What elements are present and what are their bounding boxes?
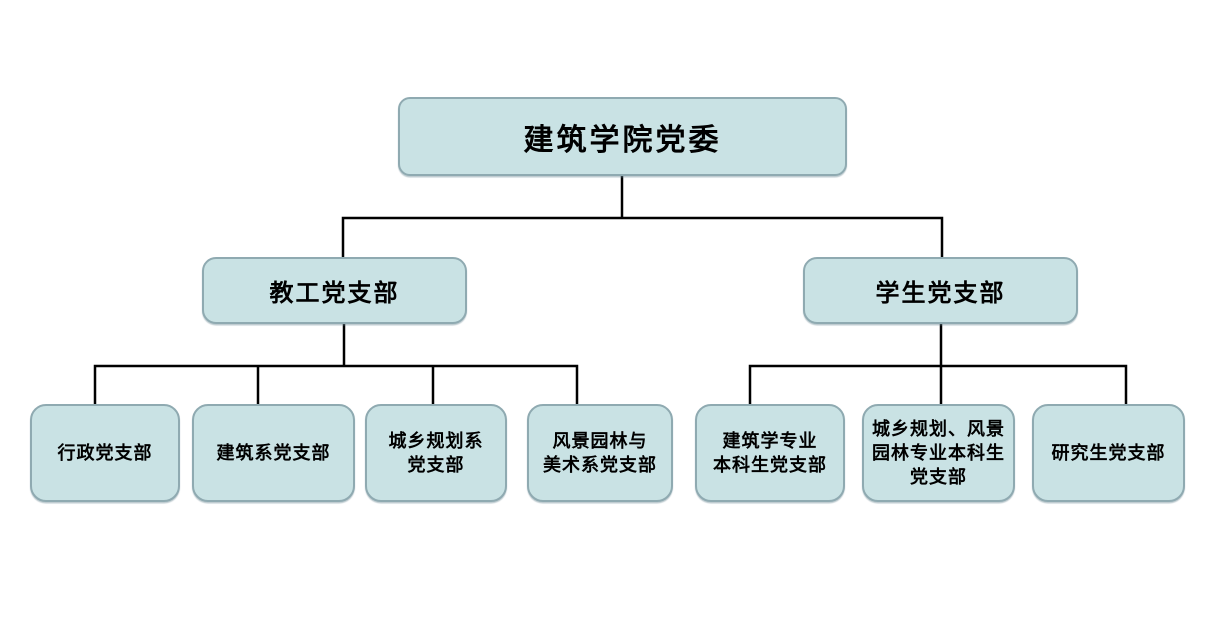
connector-student-bus: [748, 364, 1128, 405]
org-node-architecture-undergrad-branch: 建筑学专业 本科生党支部: [695, 404, 845, 502]
org-node-landscape-art-dept-branch: 风景园林与 美术系党支部: [527, 404, 673, 502]
org-node-party-committee: 建筑学院党委: [398, 97, 847, 176]
connector-level1-bus: [341, 216, 944, 258]
org-node-graduate-branch: 研究生党支部: [1032, 404, 1185, 502]
org-node-student-party-branch: 学生党支部: [803, 257, 1078, 324]
org-node-administrative-branch: 行政党支部: [30, 404, 180, 502]
connector-faculty-bus: [93, 364, 579, 405]
org-node-urban-planning-dept-branch: 城乡规划系 党支部: [365, 404, 507, 502]
org-node-faculty-party-branch: 教工党支部: [202, 257, 467, 324]
org-node-architecture-dept-branch: 建筑系党支部: [192, 404, 355, 502]
org-node-planning-landscape-undergrad-branch: 城乡规划、风景 园林专业本科生 党支部: [862, 404, 1015, 502]
